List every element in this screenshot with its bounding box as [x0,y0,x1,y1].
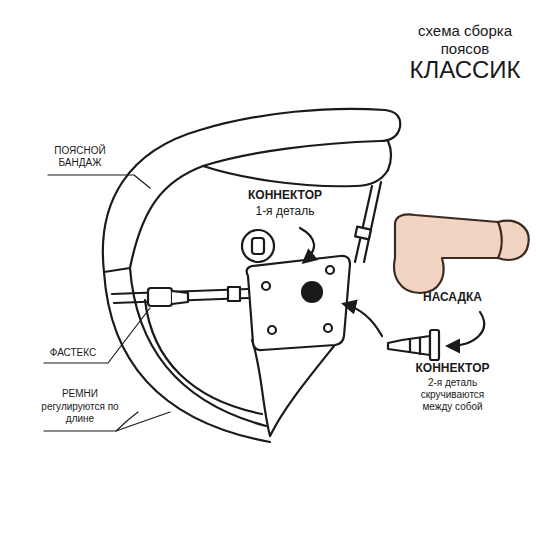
connector-part-1 [242,230,274,262]
part-name: НАСАДКА [410,290,495,304]
attachment [394,214,529,293]
front-pad [247,256,350,350]
rivet [262,282,270,290]
connector-part-1 [252,238,264,254]
rivet [268,326,276,334]
diagram-title: схема сборка поясов [400,22,530,58]
product-name: КЛАССИК [395,56,535,85]
connector-part-2 [430,330,439,360]
buckle [355,227,371,240]
fastex-buckle [148,288,172,306]
part-name: КОННЕКТОР [405,361,500,375]
front-pad-lower [252,336,342,436]
rivet [324,324,332,332]
waist-band-back [203,166,388,186]
arrow [344,304,382,336]
leader-line [48,175,150,188]
arrow [300,228,314,262]
part-note: регулируются по длине [40,401,120,425]
waist-band-edge [388,141,391,170]
connector-ridge [410,338,420,354]
strap [104,272,270,442]
part-note: 2-я деталь скручиваются между собой [405,377,500,413]
strap [355,186,372,262]
rivet [326,266,334,274]
o-ring-hole [302,282,322,302]
leader-line [116,412,170,431]
part-name: РЕМНИ [40,388,120,400]
part-name: КОННЕКТОР [240,188,330,202]
strap [145,300,262,414]
attachment-detail [498,222,502,258]
strap [364,182,381,262]
buckle [228,287,240,301]
part-name: ПОЯСНОЙ БАНДАЖ [40,145,120,169]
part-note: 1-я деталь [240,204,330,218]
arrow [448,312,484,346]
fastex-buckle [172,291,188,304]
part-name: ФАСТЕКС [40,347,106,359]
waist-band [103,109,400,272]
connector-part-2 [388,336,430,355]
